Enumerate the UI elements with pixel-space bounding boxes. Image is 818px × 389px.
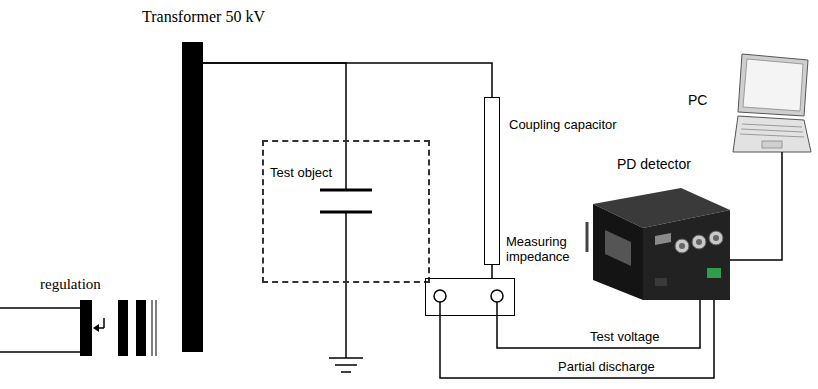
laptop-screen [743, 59, 803, 111]
device-side [643, 210, 730, 300]
ground-symbol [335, 364, 357, 366]
node-label: regulation [40, 276, 101, 293]
device-front [593, 204, 643, 300]
device-panel [605, 230, 631, 266]
node-label: Test object [270, 166, 332, 181]
wire [440, 300, 714, 378]
regulator-winding [118, 300, 128, 356]
pd-detector: PD detector [585, 182, 730, 300]
terminal-block [707, 268, 721, 278]
regulator-winding [136, 300, 146, 356]
touchpad [762, 141, 782, 148]
transformer-winding: Transformer 50 kV [182, 42, 203, 352]
wire [496, 302, 498, 316]
capacitor-plate [320, 189, 372, 192]
wire [439, 302, 441, 316]
impedance-terminals [434, 290, 503, 316]
device-socket [655, 278, 667, 286]
test-object-box: Test object [262, 140, 430, 283]
regulation-transformer: regulation [78, 298, 154, 356]
bnc-connector [713, 235, 719, 241]
supply-wire [0, 351, 82, 353]
supply-wire [0, 307, 82, 309]
terminal [491, 290, 503, 302]
node-label: Transformer 50 kV [142, 8, 265, 26]
terminal [434, 290, 446, 302]
device-handle [586, 222, 589, 252]
wire [203, 63, 346, 140]
bnc-connector [679, 243, 685, 249]
coupling-capacitor: Coupling capacitor [484, 97, 500, 265]
keyboard-row [742, 124, 802, 127]
wire [345, 212, 347, 358]
bnc-connector [692, 235, 706, 249]
pc-laptop: PC [732, 52, 812, 152]
transformer-core [156, 300, 157, 356]
cable-label: Partial discharge [556, 360, 657, 375]
node-label: PD detector [617, 156, 691, 172]
wire [491, 265, 493, 278]
laptop [733, 54, 811, 152]
ground-symbol [341, 371, 351, 373]
regulation-symbol [0, 300, 156, 356]
laptop-lid [738, 54, 808, 116]
node-label: Coupling capacitor [509, 118, 617, 133]
regulator-tap [103, 318, 105, 328]
wire [203, 63, 492, 97]
bnc-connector [675, 239, 689, 253]
regulator-winding [80, 300, 92, 356]
wire [730, 152, 782, 260]
bnc-connector [709, 231, 723, 245]
keyboard-row [740, 134, 804, 137]
bnc-connector [696, 239, 702, 245]
device-badge [655, 233, 671, 245]
wire [345, 140, 347, 190]
measuring-impedance: Measuring impedance [425, 278, 515, 316]
transformer-core [152, 300, 153, 356]
node-label: Measuring impedance [506, 235, 580, 265]
ground-symbol [329, 357, 363, 359]
keyboard-row [741, 129, 803, 132]
node-label: PC [688, 92, 707, 108]
laptop-base [733, 116, 811, 152]
wire [497, 300, 700, 348]
cable-label: Test voltage [588, 330, 661, 345]
pd-detector-device [587, 188, 730, 300]
regulator-tap-arrow [93, 324, 99, 332]
